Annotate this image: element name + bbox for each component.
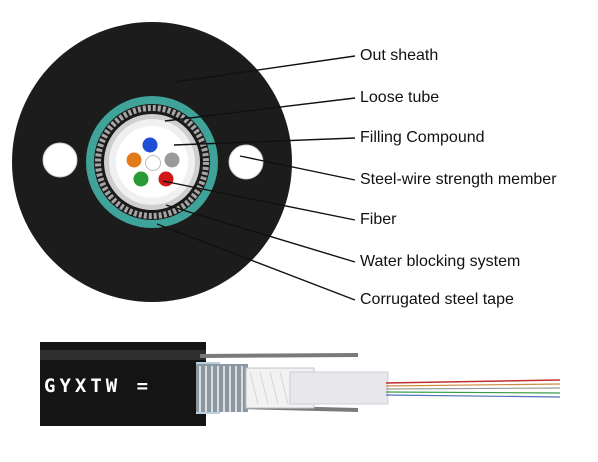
strength-member-left: [42, 142, 78, 178]
fiber-blue-strand: [385, 394, 561, 398]
fiber-grey: [164, 152, 180, 168]
fiber-green: [133, 171, 149, 187]
loose-tube-hatch: [249, 371, 309, 405]
cable-marking: GYXTW =: [44, 375, 153, 397]
fiber-blue: [142, 137, 158, 153]
steel-wire-top: [199, 353, 359, 358]
label-filling-compound: Filling Compound: [360, 129, 485, 146]
leader-out-sheath: [174, 55, 356, 83]
fiber-orange-strand: [385, 383, 561, 387]
fiber-red-strand: [385, 379, 561, 384]
corrugated-steel-tape-ring: [95, 105, 209, 219]
cable-cross-section: [12, 22, 292, 302]
cable-sheath-highlight: [40, 350, 206, 360]
label-loose-tube: Loose tube: [360, 89, 440, 106]
leader-steel-tape: [156, 223, 356, 301]
leader-steel-wire: [239, 155, 356, 181]
corrugated-tape-side: [196, 364, 248, 412]
fiber-gray-strand: [385, 387, 561, 390]
label-out-sheath: Out sheath: [360, 47, 439, 64]
leader-lines: [156, 55, 356, 301]
leader-fiber: [162, 180, 356, 221]
fiber-green-strand: [385, 391, 561, 394]
label-water-blocking-system: Water blocking system: [360, 253, 521, 270]
label-fiber: Fiber: [360, 211, 397, 228]
label-corrugated-steel-tape: Corrugated steel tape: [360, 291, 514, 308]
strength-member-right: [228, 144, 264, 180]
leader-filling-compound: [173, 137, 356, 146]
leader-water-blocking: [165, 204, 356, 263]
cable-side-view: [40, 342, 561, 426]
filling-gel-side: [289, 371, 389, 405]
leader-loose-tube: [164, 97, 356, 122]
fiber-red: [158, 171, 174, 187]
fiber-white: [145, 155, 161, 171]
label-steel-wire-strength-member: Steel-wire strength member: [360, 171, 557, 188]
fiber-orange: [126, 152, 142, 168]
